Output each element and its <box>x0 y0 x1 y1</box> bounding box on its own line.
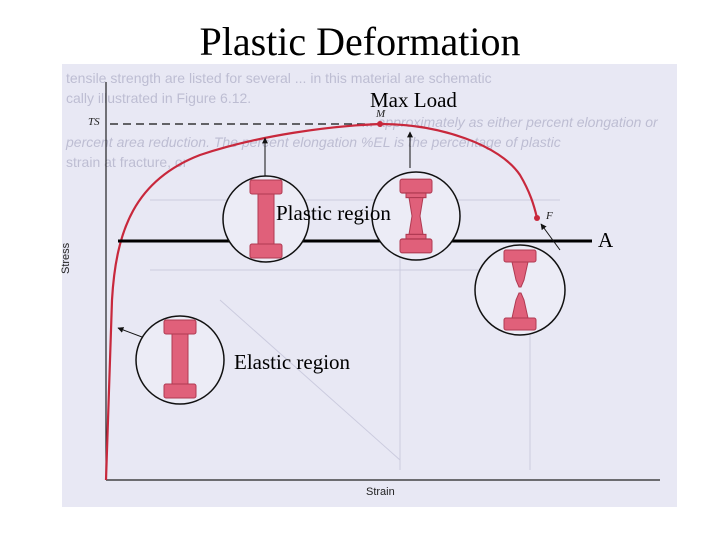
fracture-arrow <box>540 223 561 251</box>
ts-label: TS <box>88 116 100 128</box>
f-label: F <box>546 210 553 222</box>
background-text-line: percent area reduction. The percent elon… <box>66 134 561 150</box>
stress-strain-curve <box>104 122 539 481</box>
fracture-point <box>534 215 540 221</box>
background-text-line: strain at fracture, or <box>66 154 188 170</box>
background-text-line: tensile strength are listed for several … <box>66 70 492 86</box>
specimen-elastic <box>135 315 225 405</box>
specimen-uniform <box>222 175 310 263</box>
page-title: Plastic Deformation <box>199 19 521 64</box>
max-load-label: Max Load <box>370 88 457 112</box>
textbook-figure-panel: tensile strength are listed for several … <box>62 64 677 507</box>
specimen-fracture <box>474 244 566 336</box>
elastic-region-label: Elastic region <box>234 350 351 374</box>
y-axis-label: Stress <box>60 242 72 274</box>
line-a-label: A <box>598 228 614 252</box>
max-load-point <box>377 121 383 127</box>
m-label: M <box>376 108 386 120</box>
plastic-region-label: Plastic region <box>276 201 391 225</box>
background-text-line: ... approximately as either percent elon… <box>362 114 658 130</box>
specimen-necking <box>371 171 461 261</box>
background-text-line: cally illustrated in Figure 6.12. <box>66 90 252 106</box>
x-axis-label: Strain <box>366 486 395 498</box>
